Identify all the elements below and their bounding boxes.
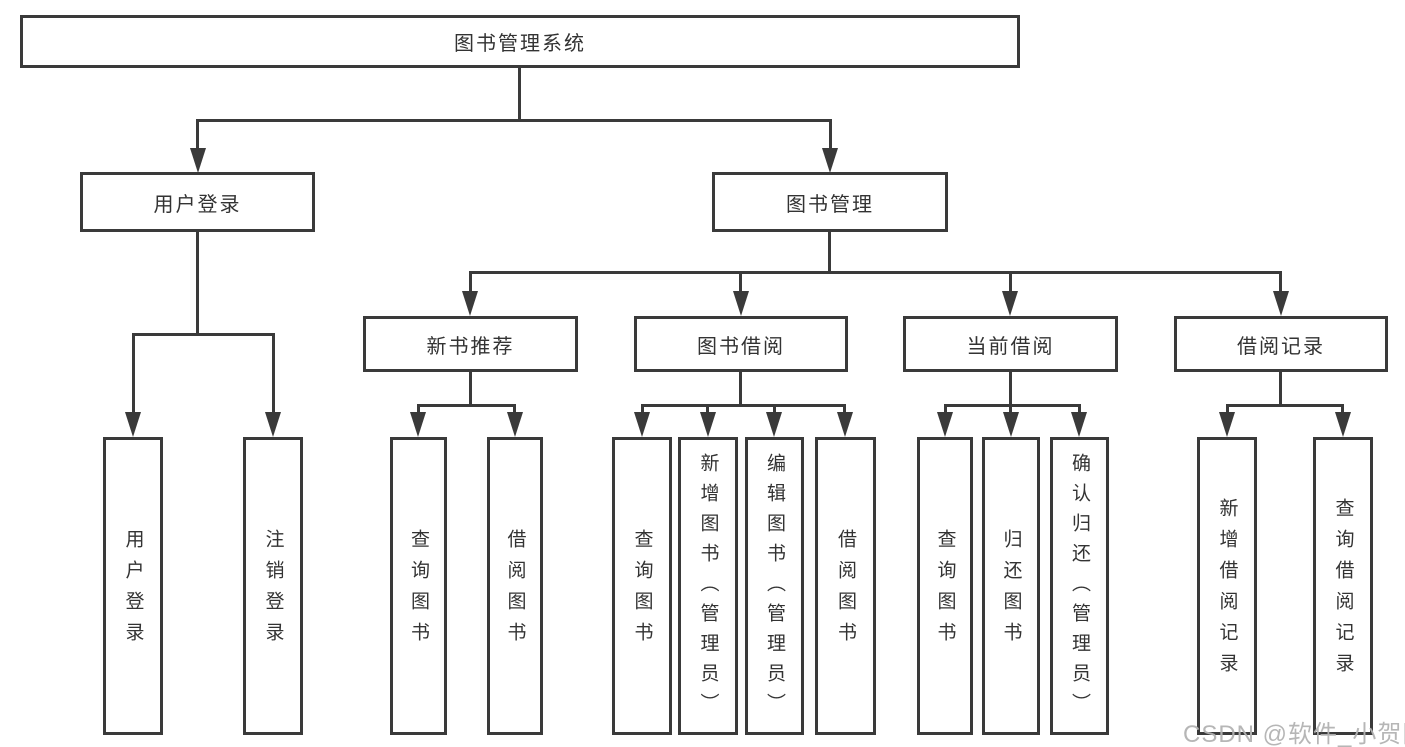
arrow-down-nb-query [410, 412, 426, 437]
connector-borrowrecords-rail [1226, 404, 1344, 407]
connector-to-current-borrow [1009, 271, 1012, 293]
connector-to-book-borrow [739, 271, 742, 293]
arrow-down-cb-query [937, 412, 953, 437]
connector-newbooks-stem [469, 372, 472, 406]
arrow-down-current-borrow [1002, 291, 1018, 316]
node-ul-logout: 注销登录 [243, 437, 303, 735]
node-nb-borrow: 借阅图书 [487, 437, 543, 735]
connector-to-br-query [1341, 404, 1344, 416]
arrow-down-ul-logout [265, 412, 281, 437]
connector-borrowrecords-stem [1279, 372, 1282, 406]
connector-currentborrow-stem [1009, 372, 1012, 406]
connector-to-bb-query [641, 404, 644, 416]
connector-to-cb-return [1009, 404, 1012, 416]
node-system-root: 图书管理系统 [20, 15, 1020, 68]
connector-bookborrow-stem [739, 372, 742, 406]
arrow-down-nb-borrow [507, 412, 523, 437]
connector-newbooks-rail [417, 404, 516, 407]
arrow-down-bb-query [634, 412, 650, 437]
arrow-down-new-books [462, 291, 478, 316]
node-bb-edit: 编辑图书（管理员） [745, 437, 804, 735]
connector-userlogin-stem [196, 232, 199, 335]
connector-userlogin-rail [132, 333, 275, 336]
arrow-down-user-login [190, 148, 206, 173]
node-nb-query: 查询图书 [390, 437, 447, 735]
arrow-down-br-add [1219, 412, 1235, 437]
connector-root-rail [196, 119, 832, 122]
arrow-down-book-mgmt [822, 148, 838, 173]
connector-to-br-add [1226, 404, 1229, 416]
connector-bookmgmt-rail [469, 271, 1282, 274]
connector-to-ul-login [132, 333, 135, 414]
arrow-down-bb-add [700, 412, 716, 437]
arrow-down-bb-edit [766, 412, 782, 437]
arrow-down-cb-confirm [1071, 412, 1087, 437]
csdn-watermark: CSDN @软件_小贺同学 [1183, 721, 1405, 747]
connector-to-book-mgmt [829, 119, 832, 150]
node-bb-add: 新增图书（管理员） [678, 437, 738, 735]
node-bb-borrow: 借阅图书 [815, 437, 876, 735]
connector-to-cb-query [944, 404, 947, 416]
node-ul-login: 用户登录 [103, 437, 163, 735]
connector-bookborrow-rail [641, 404, 846, 407]
arrow-down-ul-login [125, 412, 141, 437]
connector-root-stem [518, 68, 521, 121]
connector-to-cb-confirm [1078, 404, 1081, 416]
arrow-down-book-borrow [733, 291, 749, 316]
connector-to-bb-borrow [843, 404, 846, 416]
node-book-mgmt: 图书管理 [712, 172, 948, 232]
connector-to-new-books [469, 271, 472, 293]
node-br-add: 新增借阅记录 [1197, 437, 1257, 735]
node-cb-query: 查询图书 [917, 437, 973, 735]
node-borrow-records: 借阅记录 [1174, 316, 1388, 372]
arrow-down-br-query [1335, 412, 1351, 437]
node-br-query: 查询借阅记录 [1313, 437, 1373, 735]
node-cb-confirm: 确认归还（管理员） [1050, 437, 1109, 735]
node-user-login: 用户登录 [80, 172, 315, 232]
node-new-books: 新书推荐 [363, 316, 578, 372]
connector-currentborrow-rail [944, 404, 1081, 407]
connector-to-borrow-records [1279, 271, 1282, 293]
connector-to-nb-borrow [513, 404, 516, 416]
arrow-down-bb-borrow [837, 412, 853, 437]
connector-bookmgmt-stem [828, 232, 831, 273]
connector-to-bb-add [706, 404, 709, 416]
connector-to-user-login [196, 119, 199, 150]
connector-to-ul-logout [272, 333, 275, 414]
arrow-down-borrow-records [1273, 291, 1289, 316]
node-book-borrow: 图书借阅 [634, 316, 848, 372]
connector-to-nb-query [417, 404, 420, 416]
node-bb-query: 查询图书 [612, 437, 672, 735]
node-cb-return: 归还图书 [982, 437, 1040, 735]
arrow-down-cb-return [1003, 412, 1019, 437]
node-current-borrow: 当前借阅 [903, 316, 1118, 372]
connector-to-bb-edit [773, 404, 776, 416]
